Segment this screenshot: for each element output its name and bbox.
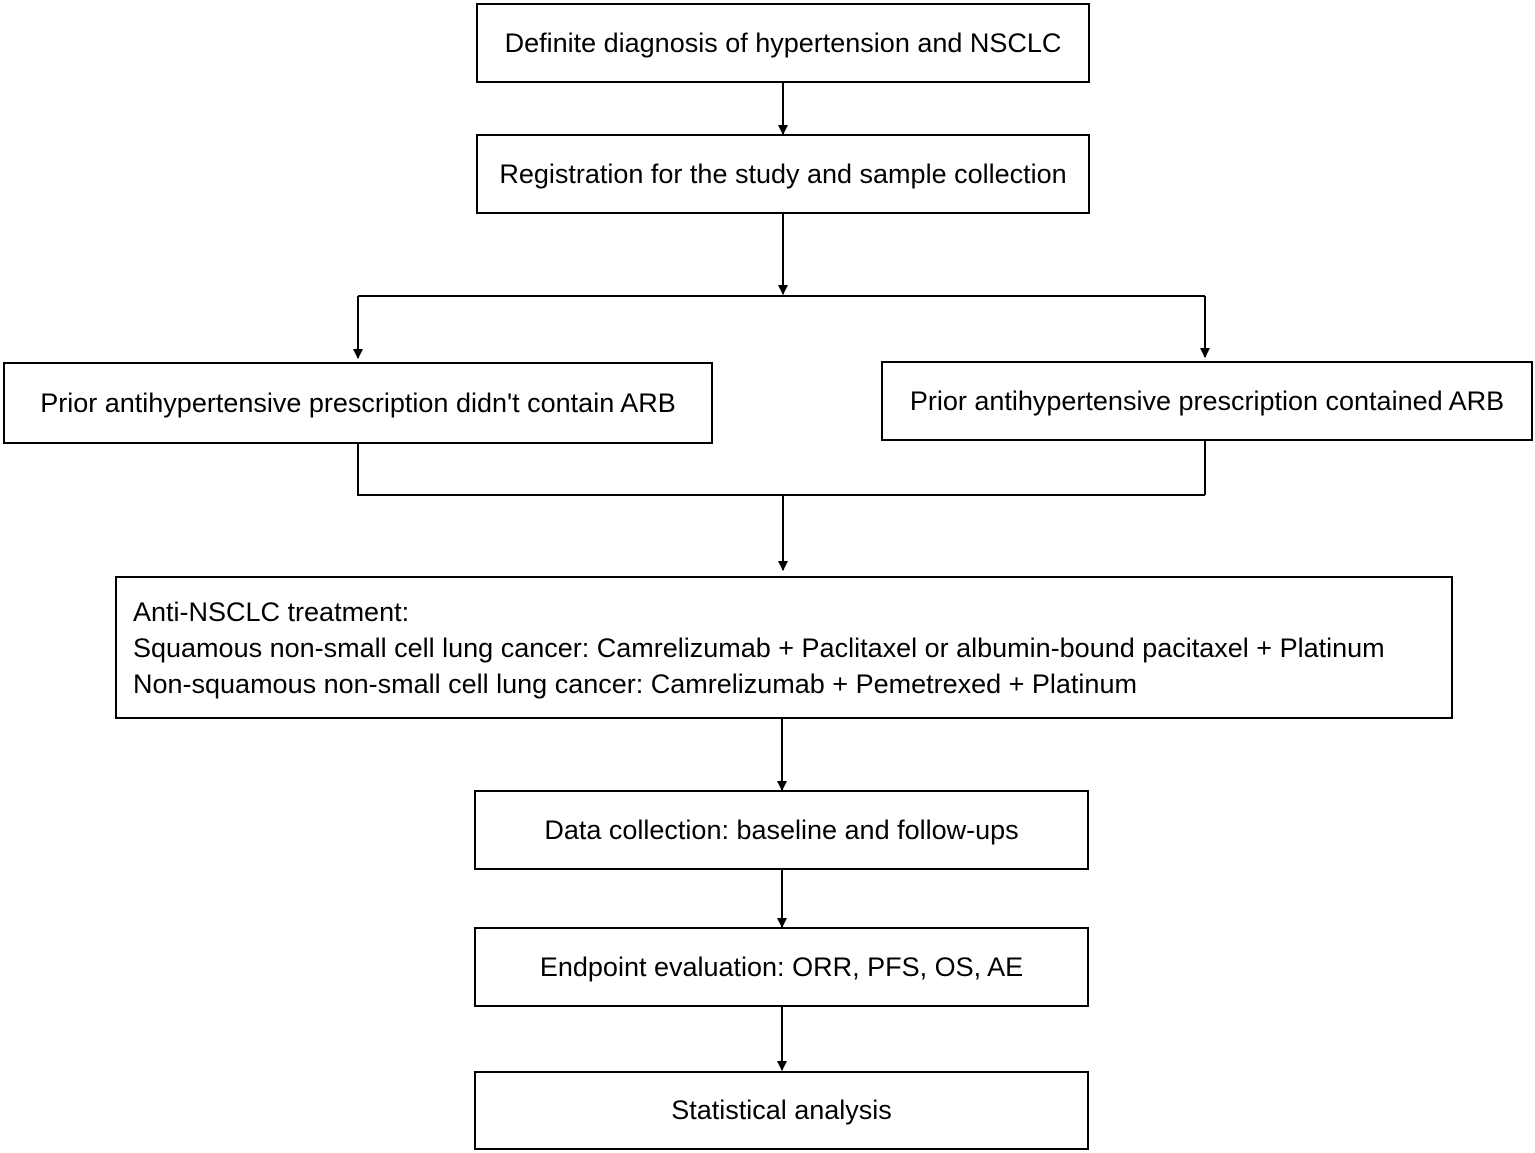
box-statistical-analysis: Statistical analysis <box>474 1071 1089 1150</box>
box-registration-label: Registration for the study and sample co… <box>499 158 1067 189</box>
treatment-non-squamous: Non-squamous non-small cell lung cancer:… <box>133 668 1137 699</box>
box-diagnosis: Definite diagnosis of hypertension and N… <box>476 3 1090 83</box>
box-data-collection: Data collection: baseline and follow-ups <box>474 790 1089 870</box>
box-data-collection-label: Data collection: baseline and follow-ups <box>544 814 1019 845</box>
box-statistical-analysis-label: Statistical analysis <box>671 1095 892 1126</box>
box-no-arb-label: Prior antihypertensive prescription didn… <box>40 387 676 418</box>
box-endpoint-label: Endpoint evaluation: ORR, PFS, OS, AE <box>539 951 1024 982</box>
box-treatment: Anti-NSCLC treatment: Squamous non-small… <box>115 576 1453 719</box>
box-diagnosis-label: Definite diagnosis of hypertension and N… <box>504 27 1062 58</box>
treatment-squamous: Squamous non-small cell lung cancer: Cam… <box>133 632 1385 663</box>
box-arb: Prior antihypertensive prescription cont… <box>881 361 1533 441</box>
box-registration: Registration for the study and sample co… <box>476 134 1090 214</box>
treatment-heading: Anti-NSCLC treatment: <box>133 596 410 627</box>
box-arb-label: Prior antihypertensive prescription cont… <box>909 385 1505 416</box>
box-endpoint: Endpoint evaluation: ORR, PFS, OS, AE <box>474 927 1089 1007</box>
box-no-arb: Prior antihypertensive prescription didn… <box>3 362 713 444</box>
